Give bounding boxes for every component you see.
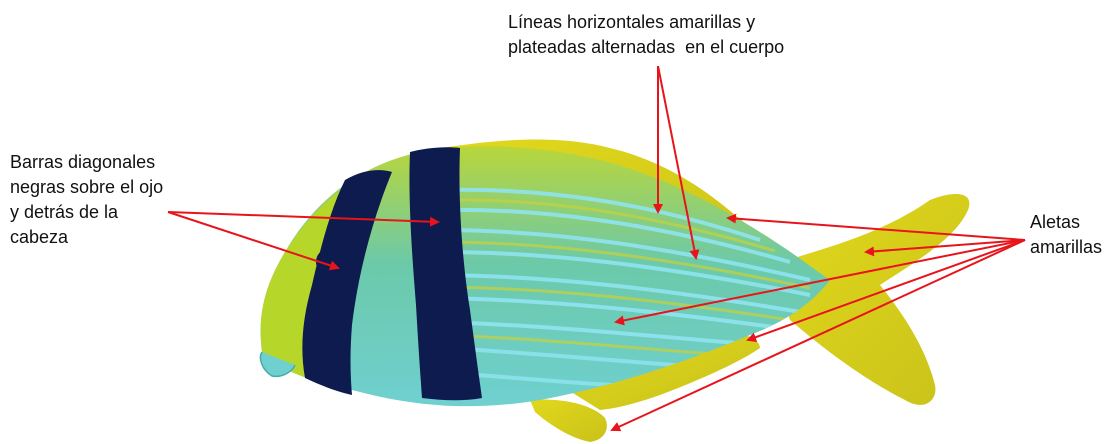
- label-line: Aletas: [1030, 210, 1102, 235]
- label-line: Líneas horizontales amarillas y: [508, 10, 784, 35]
- label-line: amarillas: [1030, 235, 1102, 260]
- label-horizontal-stripes: Líneas horizontales amarillas y plateada…: [508, 10, 784, 60]
- label-line: plateadas alternadas en el cuerpo: [508, 35, 784, 60]
- label-line: Barras diagonales: [10, 150, 163, 175]
- label-diagonal-bars: Barras diagonales negras sobre el ojo y …: [10, 150, 163, 250]
- label-line: cabeza: [10, 225, 163, 250]
- label-line: negras sobre el ojo: [10, 175, 163, 200]
- label-line: y detrás de la: [10, 200, 163, 225]
- label-yellow-fins: Aletas amarillas: [1030, 210, 1102, 260]
